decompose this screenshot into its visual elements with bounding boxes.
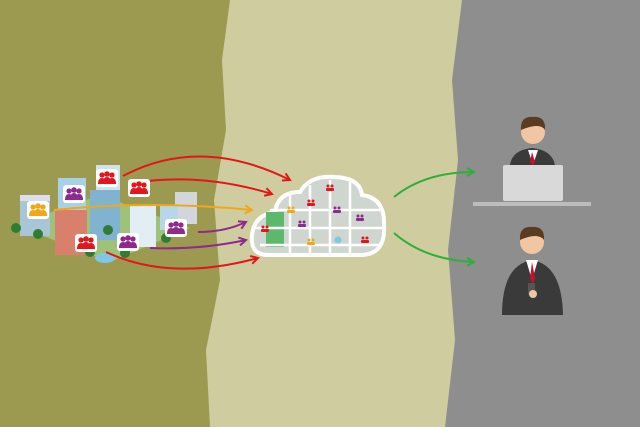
arrow-orange [53,204,252,210]
businessman-laptop-icon [473,116,591,206]
arrow-red-3 [105,251,258,270]
arrow-green-2 [393,232,474,262]
arrow-green-1 [393,172,474,198]
flow-arrows [53,155,474,270]
businessman-phone-icon [502,226,563,315]
arrow-purple-2 [149,240,246,250]
arrow-purple-1 [197,222,246,233]
arrow-red-1 [122,155,290,180]
cloud-map-icon [249,174,387,257]
